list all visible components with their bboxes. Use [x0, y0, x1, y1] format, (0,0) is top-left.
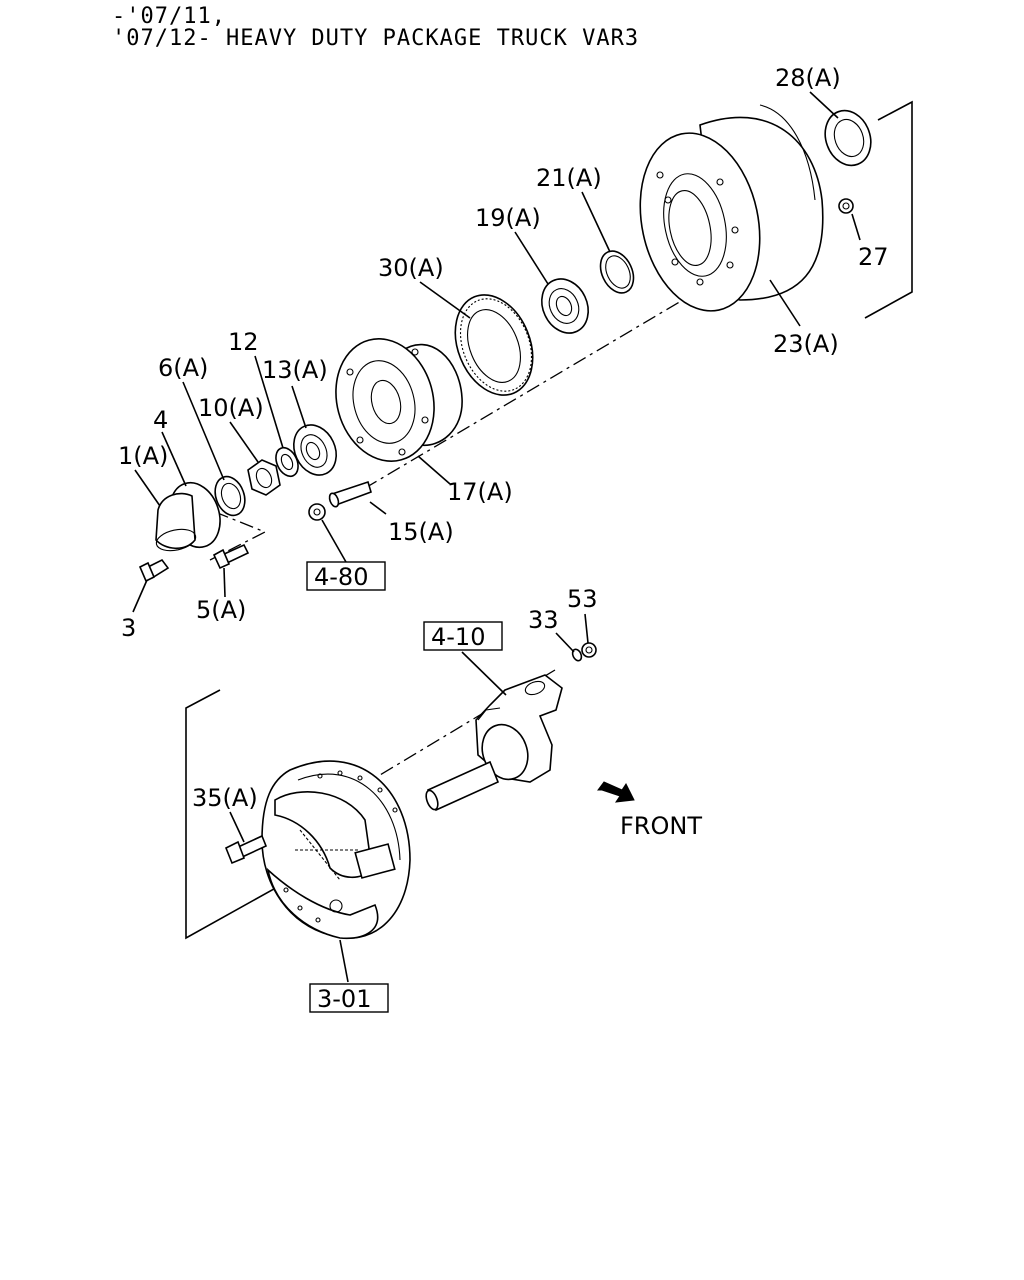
drum-group-bracket	[864, 100, 913, 319]
wheel-hub	[335, 338, 463, 462]
callout-6: 6(A)	[158, 354, 208, 382]
reference-4-80[interactable]: 4-80	[306, 561, 386, 591]
nut-27	[838, 198, 854, 214]
hub-cap-gasket	[214, 475, 246, 517]
callout-13: 13(A)	[262, 356, 328, 384]
callout-33: 33	[528, 606, 559, 634]
nut-53	[581, 642, 597, 658]
washer-12	[275, 446, 299, 478]
callout-15: 15(A)	[388, 518, 454, 546]
hub-nut	[247, 459, 281, 496]
callout-12: 12	[228, 328, 259, 356]
abs-tone-ring	[454, 294, 534, 396]
callout-30: 30(A)	[378, 254, 444, 282]
callout-53: 53	[567, 585, 598, 613]
header-line-2: '07/12- HEAVY DUTY PACKAGE TRUCK VAR3	[112, 26, 640, 51]
oil-seal	[824, 109, 872, 167]
axle-centerline	[344, 274, 726, 501]
callout-23: 23(A)	[773, 330, 839, 358]
inner-bearing	[293, 424, 337, 476]
header-line-1: -'07/11,	[112, 4, 226, 29]
callout-19: 19(A)	[475, 204, 541, 232]
outer-bearing	[541, 278, 589, 334]
callout-17: 17(A)	[447, 478, 513, 506]
callout-4: 4	[153, 406, 168, 434]
callout-21: 21(A)	[536, 164, 602, 192]
brake-mounting-bolt	[224, 834, 268, 865]
reference-3-01-label: 3-01	[317, 985, 371, 1013]
callout-35: 35(A)	[192, 784, 258, 812]
cap-bolt-3	[138, 558, 170, 583]
front-direction-arrow-icon	[597, 781, 635, 803]
callout-10: 10(A)	[198, 394, 264, 422]
callout-5: 5(A)	[196, 596, 246, 624]
reference-4-80-label: 4-80	[314, 563, 368, 591]
reference-3-01[interactable]: 3-01	[309, 983, 389, 1013]
brake-assembly	[261, 760, 411, 940]
wheel-nut	[308, 503, 326, 521]
reference-4-10-label: 4-10	[431, 623, 485, 651]
snap-ring	[599, 250, 635, 294]
brake-drum	[639, 104, 824, 312]
bolt-guide-line	[209, 511, 267, 561]
brake-group-bracket	[185, 689, 291, 940]
hub-stud	[328, 480, 372, 508]
front-label: FRONT	[620, 812, 702, 840]
hub-cap	[155, 481, 221, 552]
leader-lines	[132, 91, 861, 983]
callout-1: 1(A)	[118, 442, 168, 470]
callout-27: 27	[858, 243, 889, 271]
reference-4-10[interactable]: 4-10	[423, 621, 503, 651]
cap-bolt-5	[212, 543, 250, 570]
callout-labels: 28(A) 21(A) 27 19(A) 30(A) 23(A) 12 6(A)…	[118, 64, 889, 812]
callout-28: 28(A)	[775, 64, 841, 92]
washer-33	[571, 648, 583, 662]
steering-knuckle	[425, 674, 563, 812]
callout-3: 3	[121, 614, 136, 642]
